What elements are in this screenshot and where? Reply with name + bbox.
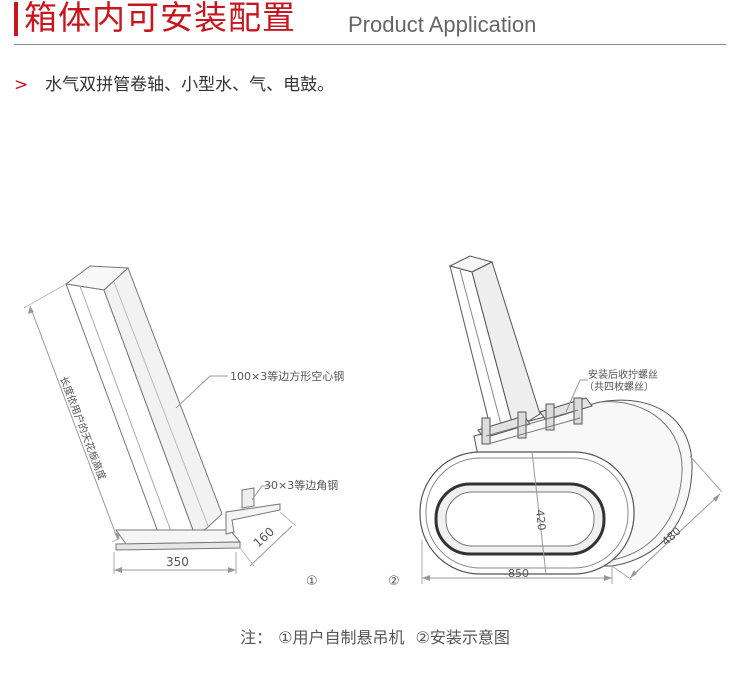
angle-steel (225, 503, 281, 535)
intro-line: > 水气双拼管卷轴、小型水、气、电鼓。 (14, 72, 334, 100)
header-accent-bar (14, 2, 18, 36)
footnote-item-1: ①用户自制悬吊机 (278, 628, 405, 647)
box-width-label: 850 (508, 567, 529, 580)
box-height-label: 420 (533, 509, 548, 531)
reel-box-figure (419, 255, 723, 584)
footnote: 注： ①用户自制悬吊机 ②安装示意图 (0, 624, 750, 648)
section-subtitle: Product Application (348, 12, 537, 37)
mount-tube-side (471, 261, 541, 431)
depth-dimension (249, 525, 293, 567)
left-width-label: 350 (166, 555, 189, 569)
figure-number-1: ① (306, 574, 318, 589)
header-divider (14, 44, 726, 45)
screw-note-line2: （共四枚螺丝） (584, 380, 654, 393)
box-depth-dimension (629, 493, 721, 579)
intro-text: 水气双拼管卷轴、小型水、气、电鼓。 (45, 75, 335, 95)
screw-leader-line (565, 379, 588, 413)
angle-leader-line (251, 485, 272, 501)
length-dimension (29, 305, 119, 541)
tube-side-face (103, 267, 223, 539)
angle-label: 30×3等边角钢 (264, 478, 338, 492)
screw-note-line1: 安装后收拧螺丝 (588, 368, 658, 381)
tube-label: 100×3等边方形空心钢 (230, 369, 344, 383)
figure-number-2: ② (388, 574, 400, 589)
hanger-figure (23, 265, 297, 574)
chevron-right-icon: > (14, 75, 29, 95)
left-depth-label: 160 (251, 524, 277, 550)
box-height-dimension (531, 451, 547, 575)
base-plate-edge (115, 541, 241, 551)
section-title: 箱体内可安装配置 (24, 0, 296, 37)
length-label: 长度依用户的天花板高度 (57, 374, 109, 481)
footnote-item-2: ②安装示意图 (415, 628, 510, 647)
footnote-prefix: 注： (240, 628, 273, 647)
section-header: 箱体内可安装配置 Product Application (14, 0, 726, 46)
angle-bracket (241, 487, 255, 509)
tube-leader-line (175, 375, 228, 409)
